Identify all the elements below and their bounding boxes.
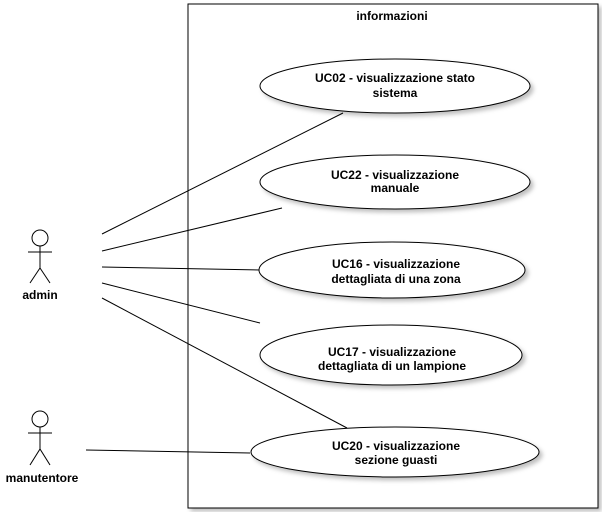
association-admin-uc17: [101, 282, 261, 324]
association-admin-uc02: [101, 112, 344, 235]
use-case-uc17-line1: UC17 - visualizzazione: [328, 345, 456, 359]
association-admin-uc16: [101, 266, 261, 271]
use-case-uc16-line2: dettagliata di una zona: [331, 272, 461, 286]
association-manutentore-uc20: [85, 449, 251, 454]
use-case-uc02[interactable]: UC02 - visualizzazione stato sistema: [259, 58, 531, 114]
stick-figure-icon: [28, 229, 52, 284]
use-case-uc22[interactable]: UC22 - visualizzazione manuale: [259, 154, 531, 210]
use-case-uc17[interactable]: UC17 - visualizzazione dettagliata di un…: [259, 324, 523, 386]
association-admin-uc22: [101, 207, 283, 252]
actor-admin[interactable]: admin: [22, 229, 58, 302]
use-case-uc02-line2: sistema: [373, 86, 418, 100]
use-case-uc17-line2: dettagliata di un lampione: [318, 359, 466, 373]
use-case-uc02-line1: UC02 - visualizzazione stato: [315, 71, 475, 85]
association-admin-uc20: [101, 297, 348, 429]
use-case-uc16[interactable]: UC16 - visualizzazione dettagliata di un…: [258, 241, 526, 299]
use-case-uc22-line2: manuale: [371, 181, 420, 195]
use-case-uc20-line2: sezione guasti: [355, 453, 438, 467]
system-title: informazioni: [356, 9, 427, 23]
actor-admin-label: admin: [22, 288, 57, 302]
actor-manutentore-label: manutentore: [6, 471, 79, 485]
associations: [85, 112, 348, 454]
use-case-uc16-line1: UC16 - visualizzazione: [332, 257, 460, 271]
use-case-uc22-line1: UC22 - visualizzazione: [331, 168, 459, 182]
stick-figure-icon: [28, 410, 52, 466]
use-case-uc20-line1: UC20 - visualizzazione: [332, 439, 460, 453]
actor-manutentore[interactable]: manutentore: [6, 410, 79, 485]
use-case-uc20[interactable]: UC20 - visualizzazione sezione guasti: [250, 426, 540, 478]
